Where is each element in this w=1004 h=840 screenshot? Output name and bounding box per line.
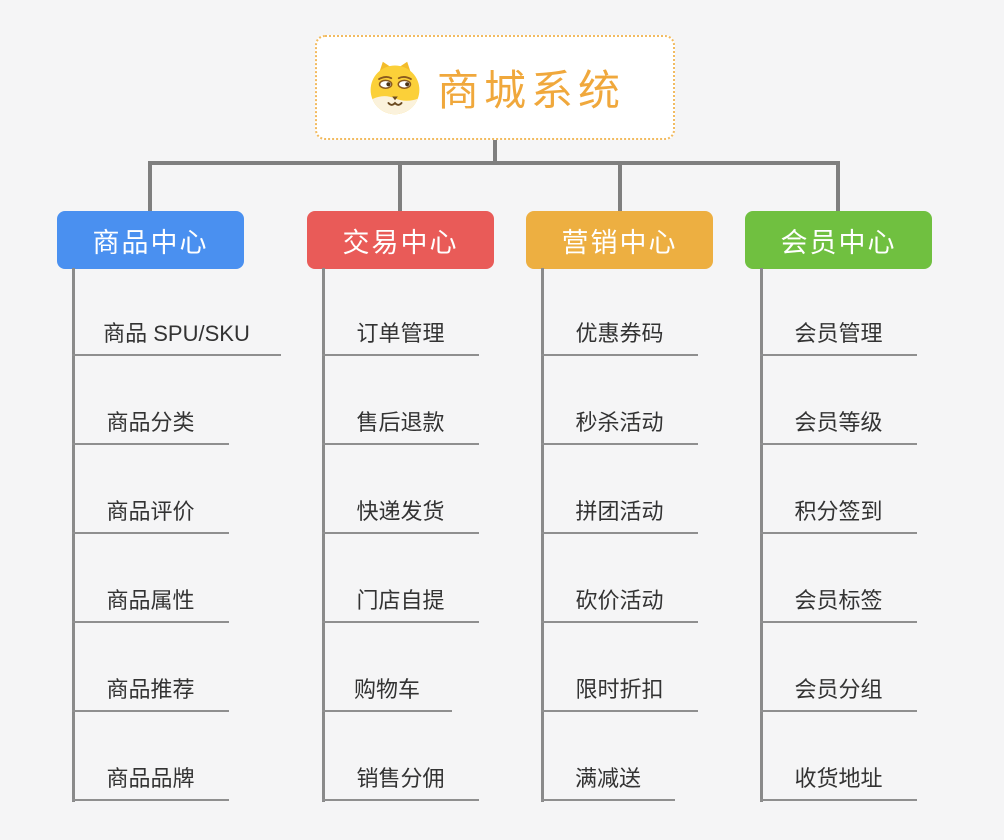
subtopic[interactable]: 商品分类 (72, 409, 229, 445)
subtopic[interactable]: 秒杀活动 (541, 409, 698, 445)
subtopic[interactable]: 收货地址 (760, 765, 917, 801)
branch-member-center[interactable]: 会员中心 (745, 211, 932, 269)
branch-label: 交易中心 (342, 227, 459, 258)
branch-trunk-line (541, 268, 544, 802)
subtopic[interactable]: 会员标签 (760, 587, 917, 623)
subtopic[interactable]: 商品品牌 (72, 765, 229, 801)
root-topic[interactable]: 商城系统 (315, 35, 675, 140)
branch-label: 营销中心 (561, 227, 678, 258)
subtopic[interactable]: 满减送 (541, 765, 675, 801)
subtopic[interactable]: 会员管理 (760, 320, 917, 356)
branch-label: 商品中心 (92, 227, 209, 258)
branch-marketing-center[interactable]: 营销中心 (526, 211, 713, 269)
subtopic[interactable]: 商品评价 (72, 498, 229, 534)
root-topic-label: 商城系统 (436, 67, 625, 114)
branch-trunk-line (760, 268, 763, 802)
branch-label: 会员中心 (780, 227, 897, 258)
subtopic[interactable]: 商品推荐 (72, 676, 229, 712)
subtopic[interactable]: 会员等级 (760, 409, 917, 445)
branch-trunk-line (72, 268, 75, 802)
subtopic[interactable]: 砍价活动 (541, 587, 698, 623)
subtopic[interactable]: 订单管理 (322, 320, 479, 356)
shiba-dog-icon (365, 58, 425, 118)
subtopic[interactable]: 商品 SPU/SKU (72, 320, 281, 356)
subtopic[interactable]: 快递发货 (322, 498, 479, 534)
subtopic[interactable]: 限时折扣 (541, 676, 698, 712)
subtopic[interactable]: 会员分组 (760, 676, 917, 712)
branch-product-center[interactable]: 商品中心 (57, 211, 244, 269)
subtopic[interactable]: 购物车 (322, 676, 452, 712)
subtopic[interactable]: 售后退款 (322, 409, 479, 445)
branch-trunk-line (322, 268, 325, 802)
subtopic[interactable]: 商品属性 (72, 587, 229, 623)
subtopic[interactable]: 销售分佣 (322, 765, 479, 801)
subtopic[interactable]: 门店自提 (322, 587, 479, 623)
subtopic[interactable]: 拼团活动 (541, 498, 698, 534)
branch-trade-center[interactable]: 交易中心 (307, 211, 494, 269)
subtopic[interactable]: 积分签到 (760, 498, 917, 534)
subtopic[interactable]: 优惠券码 (541, 320, 698, 356)
